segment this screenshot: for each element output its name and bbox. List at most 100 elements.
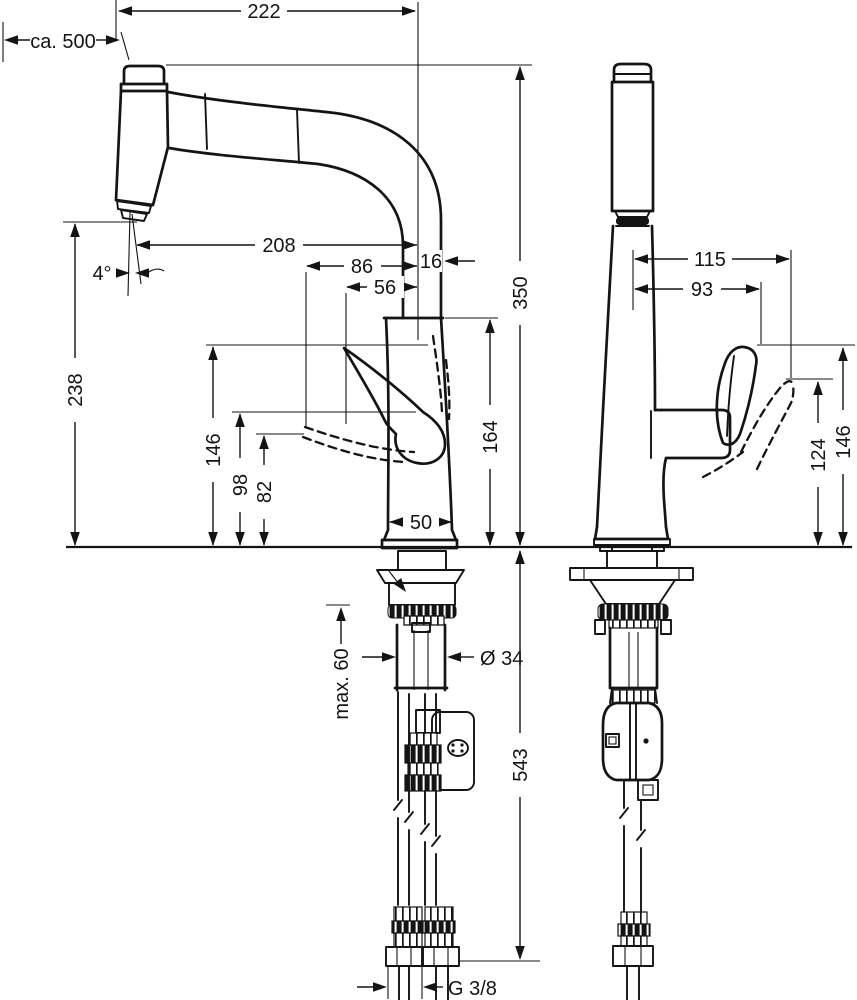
side-shaft-inner (628, 632, 639, 688)
label-bg (509, 733, 531, 797)
body-right-edge (439, 316, 458, 542)
fitting-band (422, 920, 456, 934)
dim-93-label: 93 (691, 279, 713, 301)
label-bg (253, 465, 275, 519)
label-bg (255, 234, 303, 256)
mounting-shaft (393, 623, 449, 692)
arrow (208, 346, 218, 360)
dimension-115: 115 (632, 248, 792, 378)
dimension-16: 16 (420, 250, 475, 273)
spout-arm-bottom (167, 146, 405, 320)
dim-124-label: 124 (808, 438, 830, 471)
arrow (259, 435, 269, 449)
arrow (116, 268, 130, 278)
arrow (403, 282, 417, 292)
diverter-barrel (601, 701, 664, 782)
fitting-band (424, 932, 454, 948)
arrow (259, 532, 269, 546)
barrel-split (629, 702, 637, 781)
side-flange (569, 567, 694, 581)
dim-ca500-label: ca. 500 (30, 31, 96, 53)
arrow (70, 223, 80, 237)
arrow (444, 256, 458, 266)
side-body-right (650, 224, 657, 412)
dim-16-label: 16 (420, 251, 442, 273)
label-bg (420, 250, 442, 272)
spray-head-cap-band (119, 82, 169, 93)
detail-dot (451, 749, 455, 753)
dimension-max60: max. 60 (326, 604, 353, 720)
dimension-222: 222 (115, 0, 419, 340)
side-handle-inner-line (726, 355, 735, 437)
fitting-band (393, 906, 423, 922)
side-thread-band (608, 619, 659, 629)
dim-dia34-label: Ø 34 (480, 648, 523, 670)
arrow (118, 6, 132, 16)
side-column (610, 80, 655, 213)
spout-joint-1 (204, 93, 208, 150)
base-stem (397, 550, 447, 571)
arrow (515, 66, 525, 80)
side-base-foot (599, 544, 613, 552)
side-handle-dashed-2 (755, 384, 795, 471)
dimension-543: 543 (458, 550, 540, 962)
arrow (634, 284, 648, 294)
dimension-4deg: 4° (92, 211, 165, 297)
dimension-g38: G 3/8 (357, 966, 497, 1000)
side-cone (589, 579, 676, 605)
label-bg (509, 261, 531, 325)
spray-head-left-edge (114, 89, 123, 202)
arrow (373, 982, 387, 992)
dimension-ca500: ca. 500 (2, 22, 130, 62)
dimension-124: 124 (786, 378, 833, 546)
hose-weight-detail (447, 739, 469, 757)
side-bracket-right (660, 619, 672, 635)
arrow (70, 532, 80, 546)
plumb-line (127, 211, 131, 297)
handle-lever (342, 346, 447, 465)
thread-band (403, 615, 445, 626)
label-bg (832, 410, 854, 474)
arrow (813, 532, 823, 546)
fitting-band (391, 920, 425, 934)
arrow (776, 254, 790, 264)
hose-tails (398, 965, 449, 1000)
dimension-86: 86 (305, 255, 417, 428)
dimension-208: 208 (136, 234, 417, 257)
side-base (593, 525, 670, 541)
pull-tick (120, 31, 130, 61)
side-shaft (608, 626, 659, 690)
side-hose-tail (626, 965, 640, 1000)
arrow (336, 607, 346, 621)
aerator-tip (120, 209, 148, 222)
handle-dashed-arc-2 (444, 358, 451, 421)
side-aerator (616, 217, 649, 225)
spray-head-cap (122, 64, 166, 86)
dimension-82: 82 (253, 433, 304, 546)
dim-543-label: 543 (510, 748, 532, 781)
arrow (4, 35, 18, 45)
arrow (135, 268, 149, 278)
dimension-50: 50 (389, 511, 452, 534)
dim-350-label: 350 (510, 276, 532, 309)
arrow (235, 413, 245, 427)
detail-dot (451, 743, 455, 747)
dim-146-side-label: 146 (833, 425, 855, 458)
escutcheon-flange (376, 569, 465, 584)
arrow (813, 381, 823, 395)
handle-dashed-arc-1 (431, 334, 444, 415)
detail-dot (460, 743, 464, 747)
arrow (136, 240, 150, 250)
side-hex-nut (612, 945, 654, 967)
label-bg (403, 511, 439, 533)
dimension-98: 98 (229, 411, 416, 546)
side-mounting-nut (597, 603, 669, 621)
fitting-band (393, 932, 423, 948)
side-body-left (595, 224, 615, 529)
dimension-dia34: Ø 34 (362, 648, 523, 670)
spout-joint-2 (296, 109, 300, 164)
dimension-350: 350 (166, 64, 532, 546)
side-flange-tabs (583, 568, 680, 580)
label-bg (344, 255, 381, 277)
